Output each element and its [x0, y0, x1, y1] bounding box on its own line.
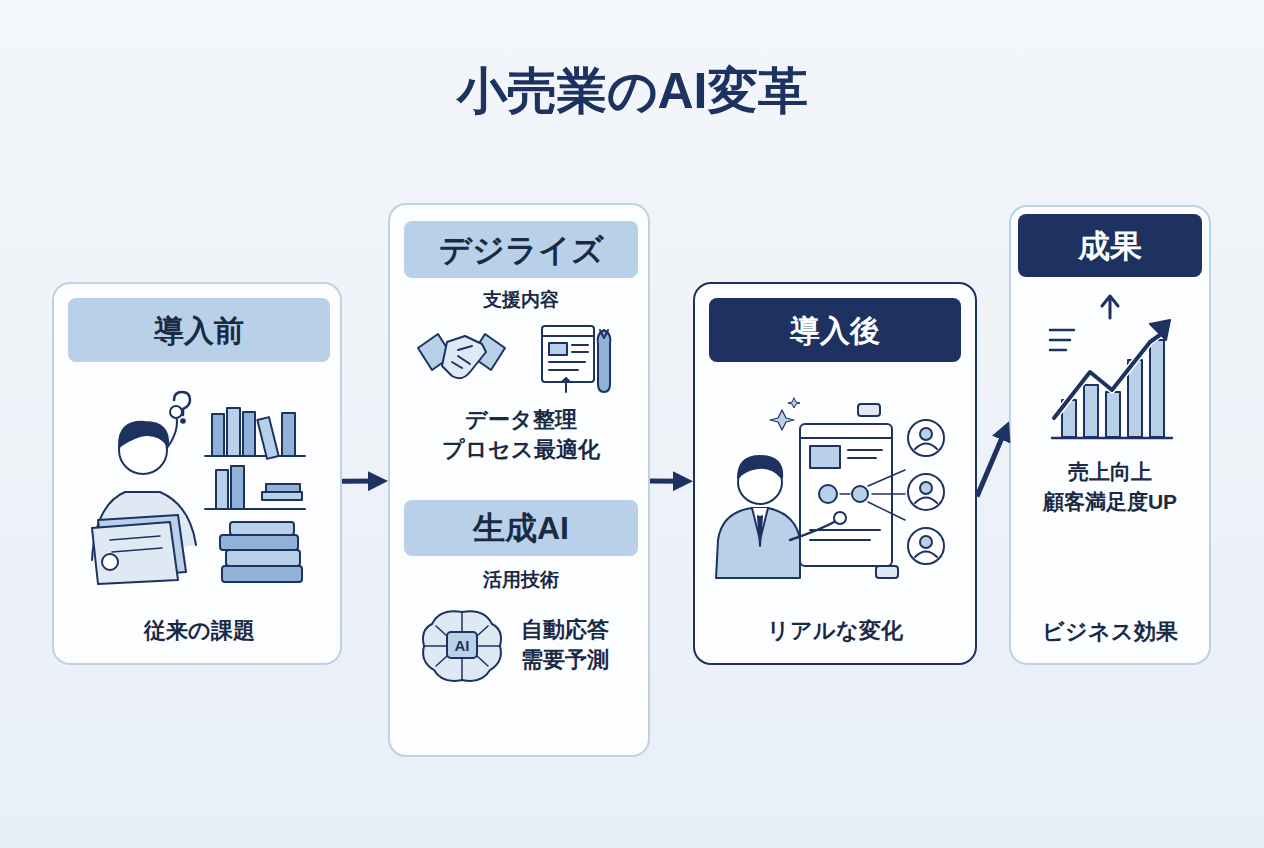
- technology-items: 自動応答 需要予測: [515, 615, 615, 675]
- section-subtitle: 支援内容: [390, 287, 652, 312]
- panel-caption: リアルな変化: [695, 616, 975, 645]
- panel-caption: ビジネス効果: [1011, 617, 1209, 646]
- panel-heading: 導入後: [709, 298, 961, 362]
- support-panel: デジライズ支援内容データ整理 プロセス最適化生成AI 活用技術自動応答 需要予測: [388, 203, 650, 757]
- section-subtitle: 活用技術: [390, 567, 652, 592]
- ai-brain-icon: [423, 611, 501, 681]
- growth-chart-icon: [1050, 296, 1172, 438]
- handshake-icon: [418, 334, 505, 378]
- diagram-title: 小売業のAI変革: [0, 58, 1264, 125]
- presenter-illustration: [716, 398, 944, 578]
- flow-arrow: [342, 479, 382, 484]
- section-heading: 生成AI: [404, 500, 638, 556]
- flow-arrow: [650, 479, 687, 484]
- confused-worker-illustration: [92, 392, 305, 584]
- panel-heading: 導入前: [68, 298, 330, 362]
- result-items: 売上向上 顧客満足度UP: [1011, 457, 1209, 517]
- flow-arrow: [977, 427, 1007, 497]
- after-panel: 導入後リアルな変化: [693, 282, 977, 665]
- section-heading: デジライズ: [404, 221, 638, 278]
- before-panel: 導入前従来の課題: [52, 282, 342, 665]
- panel-caption: 従来の課題: [54, 616, 344, 645]
- panel-heading: 成果: [1018, 214, 1202, 277]
- document-wrench-icon: [542, 326, 610, 392]
- support-items: データ整理 プロセス最適化: [431, 405, 611, 465]
- result-panel: 成果売上向上 顧客満足度UP ビジネス効果: [1009, 205, 1211, 665]
